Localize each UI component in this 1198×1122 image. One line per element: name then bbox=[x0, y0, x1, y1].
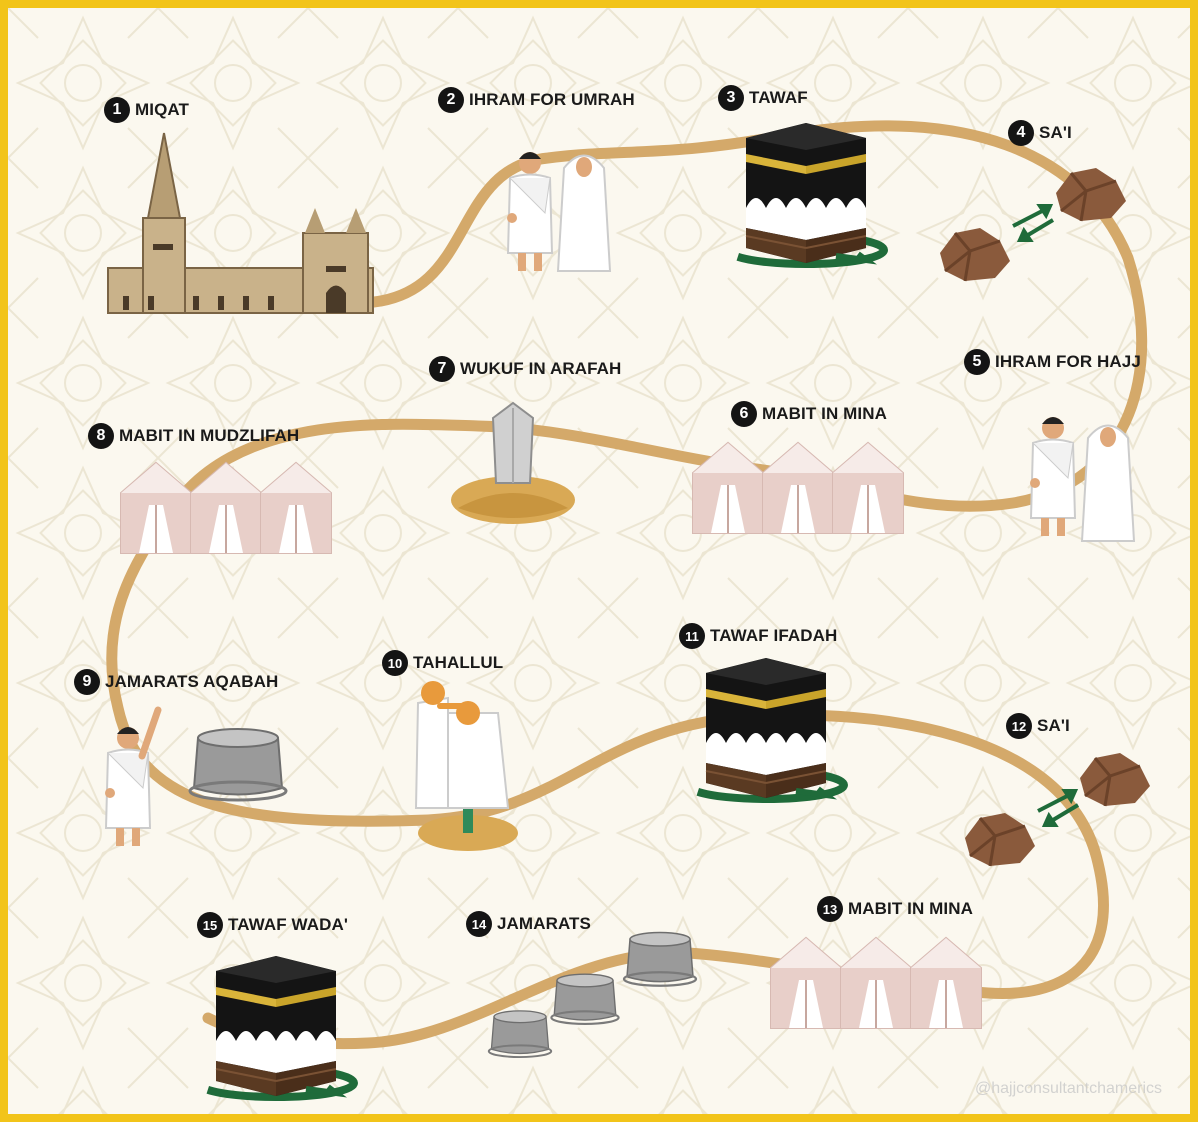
step-number-badge: 1 bbox=[104, 97, 130, 123]
step-number-badge: 12 bbox=[1006, 713, 1032, 739]
step-14-title: 14 JAMARATS bbox=[466, 911, 591, 937]
step-11-title: 11 TAWAF IFADAH bbox=[679, 623, 837, 649]
step-1-title: 1 MIQAT bbox=[104, 97, 189, 123]
step-label: MABIT IN MINA bbox=[848, 899, 974, 918]
step-number-badge: 14 bbox=[466, 911, 492, 937]
step-number-badge: 4 bbox=[1008, 120, 1034, 146]
tents-icon bbox=[692, 442, 904, 534]
step-5-title: 5 IHRAM FOR HAJJ bbox=[964, 349, 1141, 375]
tents-icon bbox=[120, 462, 332, 554]
step-number-badge: 13 bbox=[817, 896, 843, 922]
jamarat-icon bbox=[188, 727, 288, 802]
step-number-badge: 7 bbox=[429, 356, 455, 382]
step-number-badge: 2 bbox=[438, 87, 464, 113]
kaaba-icon bbox=[688, 658, 844, 799]
step-2-title: 2 IHRAM FOR UMRAH bbox=[438, 87, 635, 113]
step-label: TAWAF bbox=[749, 88, 808, 107]
mosque-icon bbox=[107, 132, 374, 314]
step-12-title: 12 SA'I bbox=[1006, 713, 1070, 739]
step-label: SA'I bbox=[1037, 716, 1070, 735]
step-number-badge: 11 bbox=[679, 623, 705, 649]
kaaba-icon bbox=[728, 123, 884, 264]
step-label: MABIT IN MINA bbox=[762, 404, 888, 423]
kaaba-icon bbox=[198, 956, 354, 1097]
step-label: TAWAF WADA' bbox=[228, 915, 349, 934]
watermark: @hajjconsultantchamerics bbox=[975, 1080, 1162, 1097]
step-number-badge: 15 bbox=[197, 912, 223, 938]
step-label: TAHALLUL bbox=[413, 653, 504, 672]
step-label: TAWAF IFADAH bbox=[710, 626, 838, 645]
step-number-badge: 10 bbox=[382, 650, 408, 676]
step-number-badge: 6 bbox=[731, 401, 757, 427]
step-label: IHRAM FOR UMRAH bbox=[469, 90, 635, 109]
step-9-title: 9 JAMARATS AQABAH bbox=[74, 669, 278, 695]
step-label: JAMARATS AQABAH bbox=[105, 672, 279, 691]
step-number-badge: 3 bbox=[718, 85, 744, 111]
step-4-title: 4 SA'I bbox=[1008, 120, 1072, 146]
pillar-icon bbox=[451, 401, 575, 524]
step-15-title: 15 TAWAF WADA' bbox=[197, 912, 348, 938]
hajj-steps-diagram bbox=[8, 8, 1190, 1114]
step-10-title: 10 TAHALLUL bbox=[382, 650, 503, 676]
haircut-icon bbox=[414, 681, 518, 851]
tents-icon bbox=[770, 937, 982, 1029]
step-7-title: 7 WUKUF IN ARAFAH bbox=[429, 356, 621, 382]
step-8-title: 8 MABIT IN MUDZLIFAH bbox=[88, 423, 299, 449]
step-label: IHRAM FOR HAJJ bbox=[995, 352, 1141, 371]
step-number-badge: 9 bbox=[74, 669, 100, 695]
step-6-title: 6 MABIT IN MINA bbox=[731, 401, 887, 427]
step-label: SA'I bbox=[1039, 123, 1072, 142]
step-number-badge: 5 bbox=[964, 349, 990, 375]
step-label: MABIT IN MUDZLIFAH bbox=[119, 426, 300, 445]
step-label: JAMARATS bbox=[497, 914, 591, 933]
step-13-title: 13 MABIT IN MINA bbox=[817, 896, 973, 922]
step-label: WUKUF IN ARAFAH bbox=[460, 359, 622, 378]
step-number-badge: 8 bbox=[88, 423, 114, 449]
step-3-title: 3 TAWAF bbox=[718, 85, 808, 111]
step-label: MIQAT bbox=[135, 100, 190, 119]
